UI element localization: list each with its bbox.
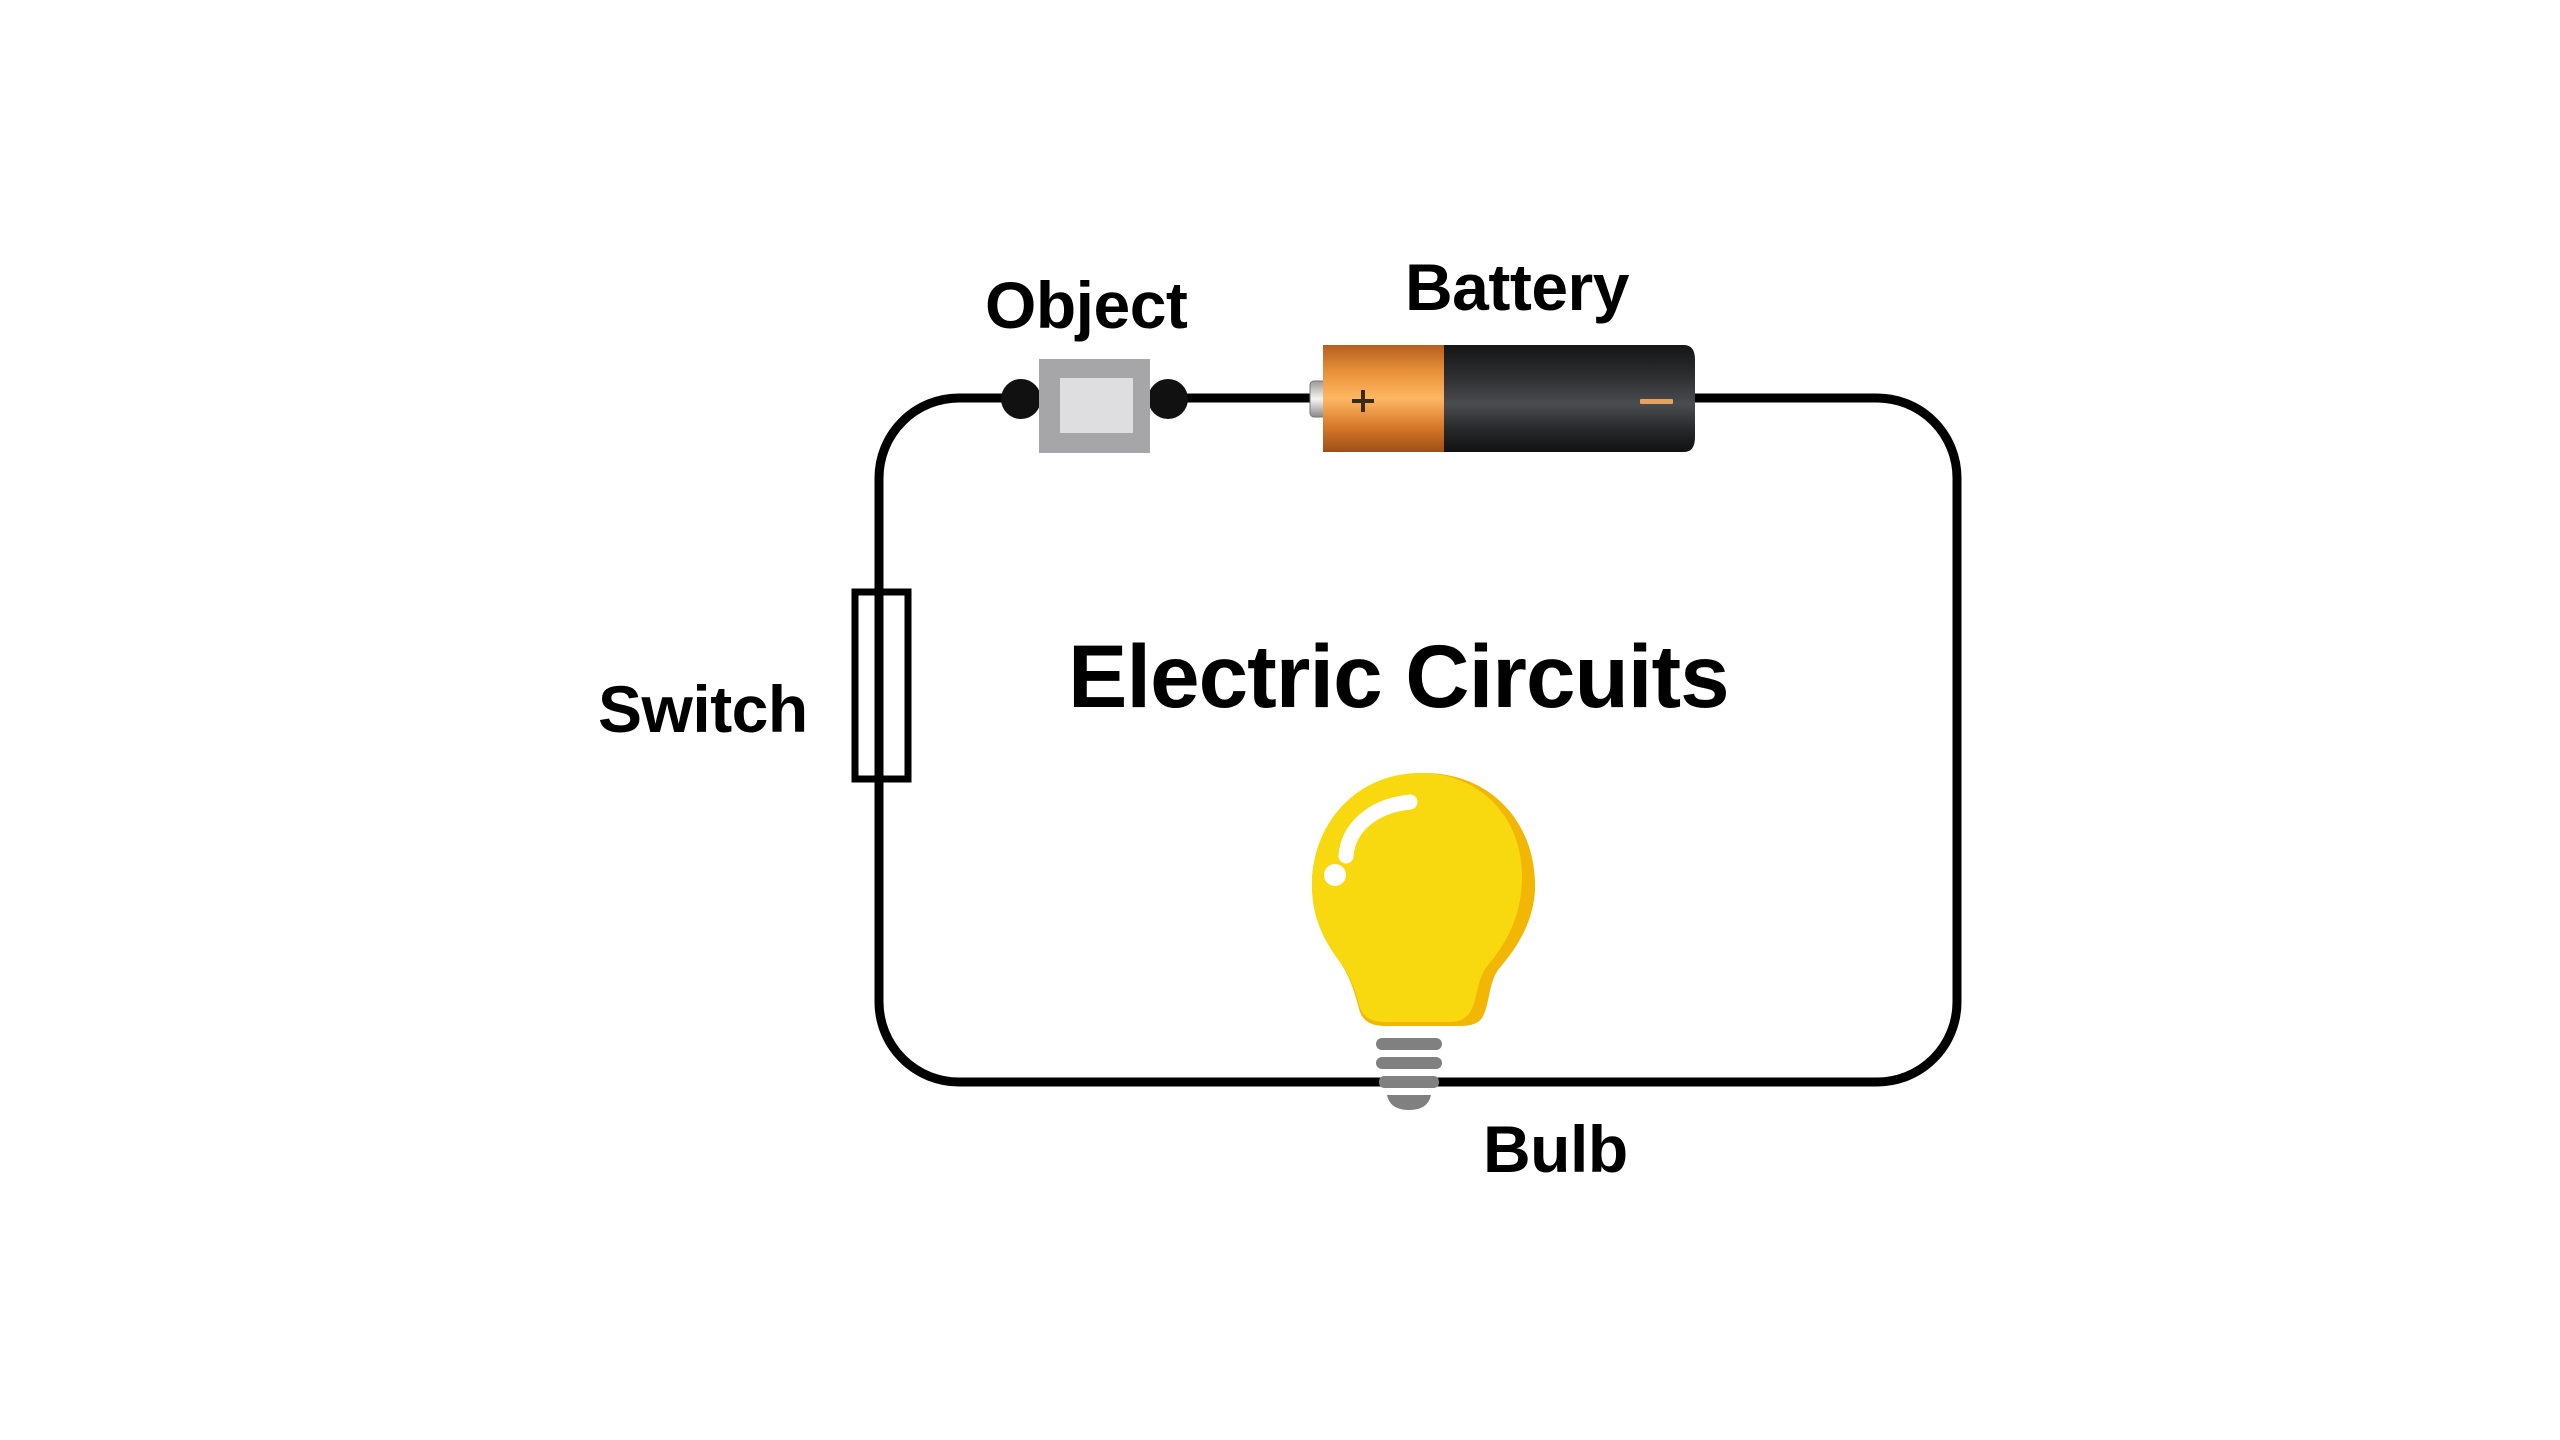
bulb-base-tip	[1387, 1095, 1431, 1110]
bulb-highlight-dot	[1324, 864, 1346, 886]
object-label: Object	[985, 268, 1188, 342]
object-terminal-right	[1148, 379, 1188, 419]
battery-minus-icon	[1640, 399, 1673, 404]
battery-copper-cap	[1323, 345, 1447, 452]
object-component	[1001, 359, 1188, 453]
bulb-glass	[1312, 773, 1523, 1022]
switch-component	[851, 588, 912, 783]
battery-label: Battery	[1405, 250, 1629, 324]
switch-label: Switch	[598, 672, 808, 746]
battery-component	[1309, 345, 1695, 452]
bulb-base-ring-1	[1376, 1038, 1442, 1050]
bulb-highlight-arc	[1338, 794, 1418, 864]
bulb-label: Bulb	[1483, 1112, 1628, 1186]
battery-plus-icon	[1352, 390, 1374, 412]
bulb-base-ring-3	[1379, 1076, 1439, 1088]
object-terminal-left	[1001, 379, 1041, 419]
bulb-component	[1312, 773, 1536, 1110]
battery-body	[1444, 345, 1695, 452]
object-box-inner	[1060, 378, 1133, 433]
bulb-base-ring-2	[1376, 1057, 1442, 1069]
diagram-title: Electric Circuits	[1068, 626, 1730, 726]
